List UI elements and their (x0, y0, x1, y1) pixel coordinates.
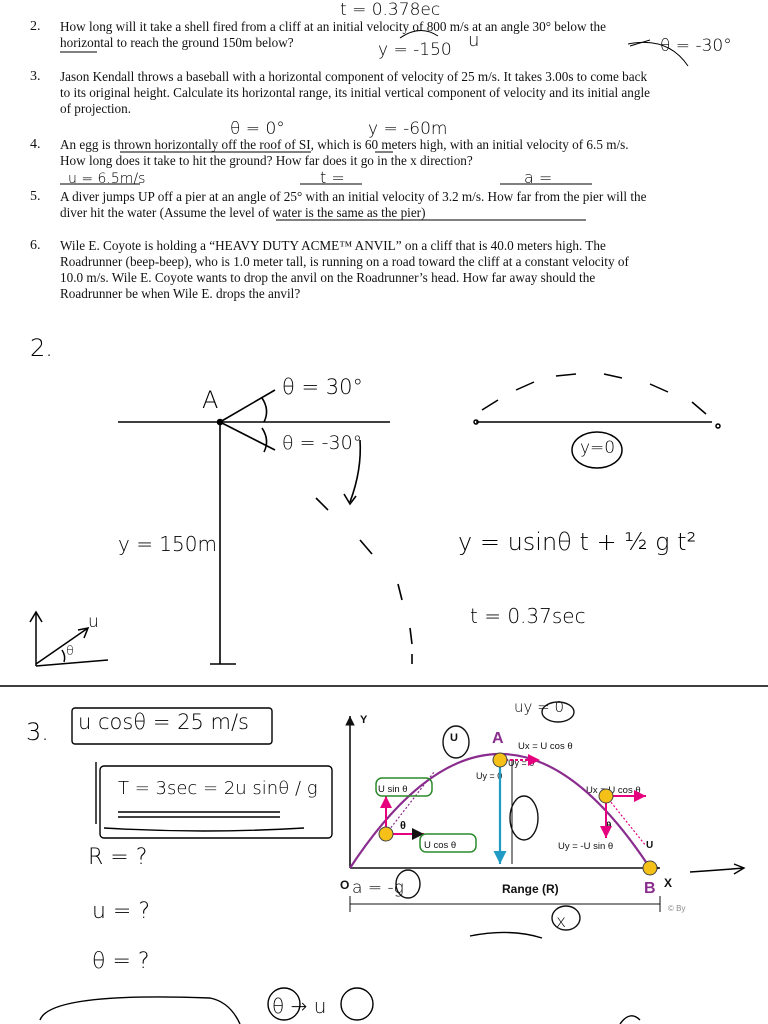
axis-x-label: X (664, 876, 673, 890)
question-number: 3. (30, 69, 41, 84)
kinematics-equation: y = usinθ t + ½ g t² (458, 528, 697, 556)
range-label: Range (R) (502, 882, 559, 896)
velocity-vector-sketch (29, 610, 109, 667)
angle-up-label: θ = 30° (282, 375, 364, 399)
handwritten-u-q5: u = 6.5m/s (68, 171, 146, 187)
ux-top-label: Ux = U cos θ (518, 741, 573, 752)
copyright-label: © By (668, 904, 686, 913)
angle-down-label: θ = -30° (282, 432, 363, 454)
question-text: How long will it take a shell fired from… (60, 19, 606, 50)
symmetric-trajectory-sketch (473, 373, 721, 469)
handwritten-time-top: t = 0.378ec (340, 0, 441, 20)
theta-left-label: θ (400, 820, 406, 832)
question-underlines (60, 30, 689, 221)
question-number: 5. (30, 189, 41, 204)
solution-2-label: 2. (30, 334, 53, 362)
vector-u-label: u (88, 612, 99, 632)
question-number: 4. (30, 137, 41, 152)
horizontal-velocity-eq: u cosθ = 25 m/s (78, 710, 249, 734)
handwritten-theta-q4: θ = 0° (230, 119, 285, 139)
ux-right-label: Ux = U cos θ (586, 785, 641, 796)
vector-theta-label: θ (66, 644, 74, 659)
u-sin-label: U sin θ (378, 784, 408, 795)
handwritten-y-q2: y = -150 (378, 40, 452, 60)
solution-3-label: 3. (26, 718, 49, 746)
landing-B-label: B (644, 880, 656, 897)
apex-A-label: A (492, 730, 504, 747)
question-number: 6. (30, 238, 41, 253)
time-result: t = 0.37sec (470, 604, 586, 628)
range-unknown: R = ? (88, 845, 148, 870)
u-cos-label: U cos θ (424, 840, 457, 851)
u-left-label: U (450, 732, 458, 744)
point-A-label: A (202, 386, 219, 414)
u-right-label: U (646, 840, 654, 851)
uy-top-label: Uy = 0 (476, 771, 503, 781)
cliff-sketch (118, 389, 413, 665)
uy-top-label-2: Uy = 0 (508, 758, 535, 768)
handwritten-t-q5: t = (320, 168, 345, 187)
handwritten-y-q4: y = -60m (368, 119, 448, 139)
handwritten-theta-q2: θ = -30° (660, 36, 732, 56)
solution-3-boxes (39, 707, 746, 1024)
question-text: Wile E. Coyote is holding a “HEAVY DUTY … (60, 238, 629, 301)
y-zero-label: y=0 (580, 438, 616, 458)
question-text: An egg is thrown horizontally off the ro… (60, 137, 629, 168)
projectile-diagram (345, 701, 661, 931)
height-label: y = 150m (118, 532, 217, 556)
handwritten-u-q2: u (468, 30, 480, 51)
question-number: 2. (30, 19, 41, 34)
angle-unknown: θ = ? (92, 949, 150, 974)
flight-time-eq: T = 3sec = 2u sinθ / g (118, 778, 318, 799)
question-text: A diver jumps UP off a pier at an angle … (60, 189, 647, 220)
range-x-note: x (556, 912, 567, 932)
origin-label: O (340, 878, 350, 892)
handwritten-a-q5: a = (524, 168, 553, 187)
uy-right-label: Uy = -U sin θ (558, 841, 614, 852)
axis-y-label: Y (360, 714, 368, 726)
question-text: Jason Kendall throws a baseball with a h… (60, 69, 650, 116)
speed-unknown: u = ? (92, 899, 151, 924)
acceleration-note: a = -g (352, 878, 404, 898)
